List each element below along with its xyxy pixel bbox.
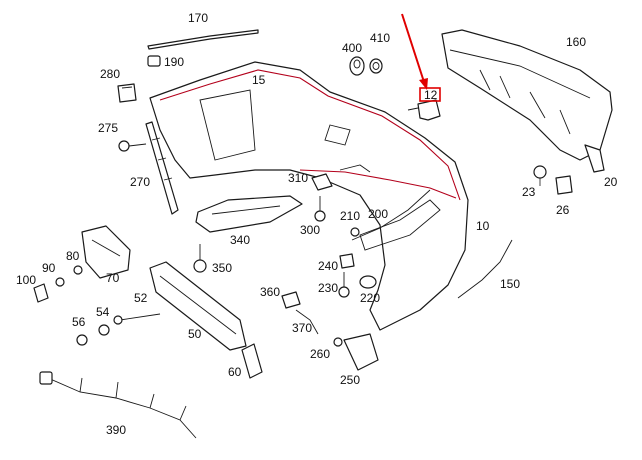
highlight-arrow xyxy=(401,13,428,90)
callout-170: 170 xyxy=(188,11,208,25)
callout-340: 340 xyxy=(230,233,250,247)
part-250-cover[interactable] xyxy=(343,333,379,371)
callout-410: 410 xyxy=(370,31,390,45)
part-23-nut[interactable] xyxy=(533,165,547,186)
callout-190: 190 xyxy=(164,55,184,69)
callout-15: 15 xyxy=(252,73,266,87)
part-170-trim-strip[interactable] xyxy=(147,29,259,50)
part-50-guide-rail[interactable] xyxy=(149,261,247,351)
part-370-strip[interactable] xyxy=(295,309,319,335)
callout-280: 280 xyxy=(100,67,120,81)
callout-100: 100 xyxy=(16,273,36,287)
callout-10: 10 xyxy=(476,219,490,233)
part-340-absorber-tray[interactable] xyxy=(195,195,303,233)
part-100-clip[interactable] xyxy=(33,283,49,303)
callout-160: 160 xyxy=(566,35,586,49)
callout-260: 260 xyxy=(310,347,330,361)
callout-60: 60 xyxy=(228,365,242,379)
part-220-grommet[interactable] xyxy=(359,275,377,289)
part-310-bracket[interactable] xyxy=(311,173,333,191)
callout-90: 90 xyxy=(42,261,56,275)
callout-52: 52 xyxy=(134,291,148,305)
part-190-clip[interactable] xyxy=(147,55,161,67)
callout-56: 56 xyxy=(72,315,86,329)
callout-275: 275 xyxy=(98,121,118,135)
callout-23: 23 xyxy=(522,185,536,199)
part-70-side-bracket[interactable] xyxy=(81,225,131,279)
callout-230: 230 xyxy=(318,281,338,295)
callout-310: 310 xyxy=(288,171,308,185)
callout-50: 50 xyxy=(188,327,202,341)
callout-240: 240 xyxy=(318,259,338,273)
callout-270: 270 xyxy=(130,175,150,189)
part-230-screw[interactable] xyxy=(338,272,350,298)
part-26-clip[interactable] xyxy=(555,175,573,195)
part-410-ring[interactable] xyxy=(369,58,383,74)
callout-12: 12 xyxy=(424,88,438,102)
part-210-washer[interactable] xyxy=(350,227,360,237)
part-240-clip[interactable] xyxy=(339,253,355,269)
callout-400: 400 xyxy=(342,41,362,55)
part-54-washer[interactable] xyxy=(98,324,110,336)
callout-370: 370 xyxy=(292,321,312,335)
part-60-sensor-holder[interactable] xyxy=(241,343,263,379)
part-56-nut[interactable] xyxy=(76,334,88,346)
callout-300: 300 xyxy=(300,223,320,237)
part-390-wiring-harness[interactable] xyxy=(39,371,197,439)
part-280-bracket[interactable] xyxy=(117,83,137,103)
part-90-nut[interactable] xyxy=(55,277,65,287)
callout-20: 20 xyxy=(604,175,618,189)
callout-54: 54 xyxy=(96,305,110,319)
part-10-bumper-cover[interactable] xyxy=(149,61,469,331)
part-400-cap[interactable] xyxy=(349,56,365,76)
part-350-screw[interactable] xyxy=(193,244,207,273)
part-160-diffuser[interactable] xyxy=(441,29,613,173)
part-270-support-bar[interactable] xyxy=(145,121,179,215)
part-260-screw[interactable] xyxy=(333,337,343,347)
part-200-strip[interactable] xyxy=(351,189,431,241)
part-275-bolt[interactable] xyxy=(118,140,147,152)
part-12-sensor-bracket[interactable] xyxy=(407,87,441,121)
callout-200: 200 xyxy=(368,207,388,221)
callout-250: 250 xyxy=(340,373,360,387)
callout-210: 210 xyxy=(340,209,360,223)
callout-80: 80 xyxy=(66,249,80,263)
part-52-screw[interactable] xyxy=(113,313,161,325)
part-80-bolt[interactable] xyxy=(73,265,83,275)
callout-70: 70 xyxy=(106,271,120,285)
part-360-bracket[interactable] xyxy=(281,291,301,309)
part-150-side-strip[interactable] xyxy=(457,239,513,299)
callout-360: 360 xyxy=(260,285,280,299)
part-300-screw[interactable] xyxy=(314,196,326,222)
callout-390: 390 xyxy=(106,423,126,437)
callout-150: 150 xyxy=(500,277,520,291)
callout-350: 350 xyxy=(212,261,232,275)
callout-26: 26 xyxy=(556,203,570,217)
callout-220: 220 xyxy=(360,291,380,305)
